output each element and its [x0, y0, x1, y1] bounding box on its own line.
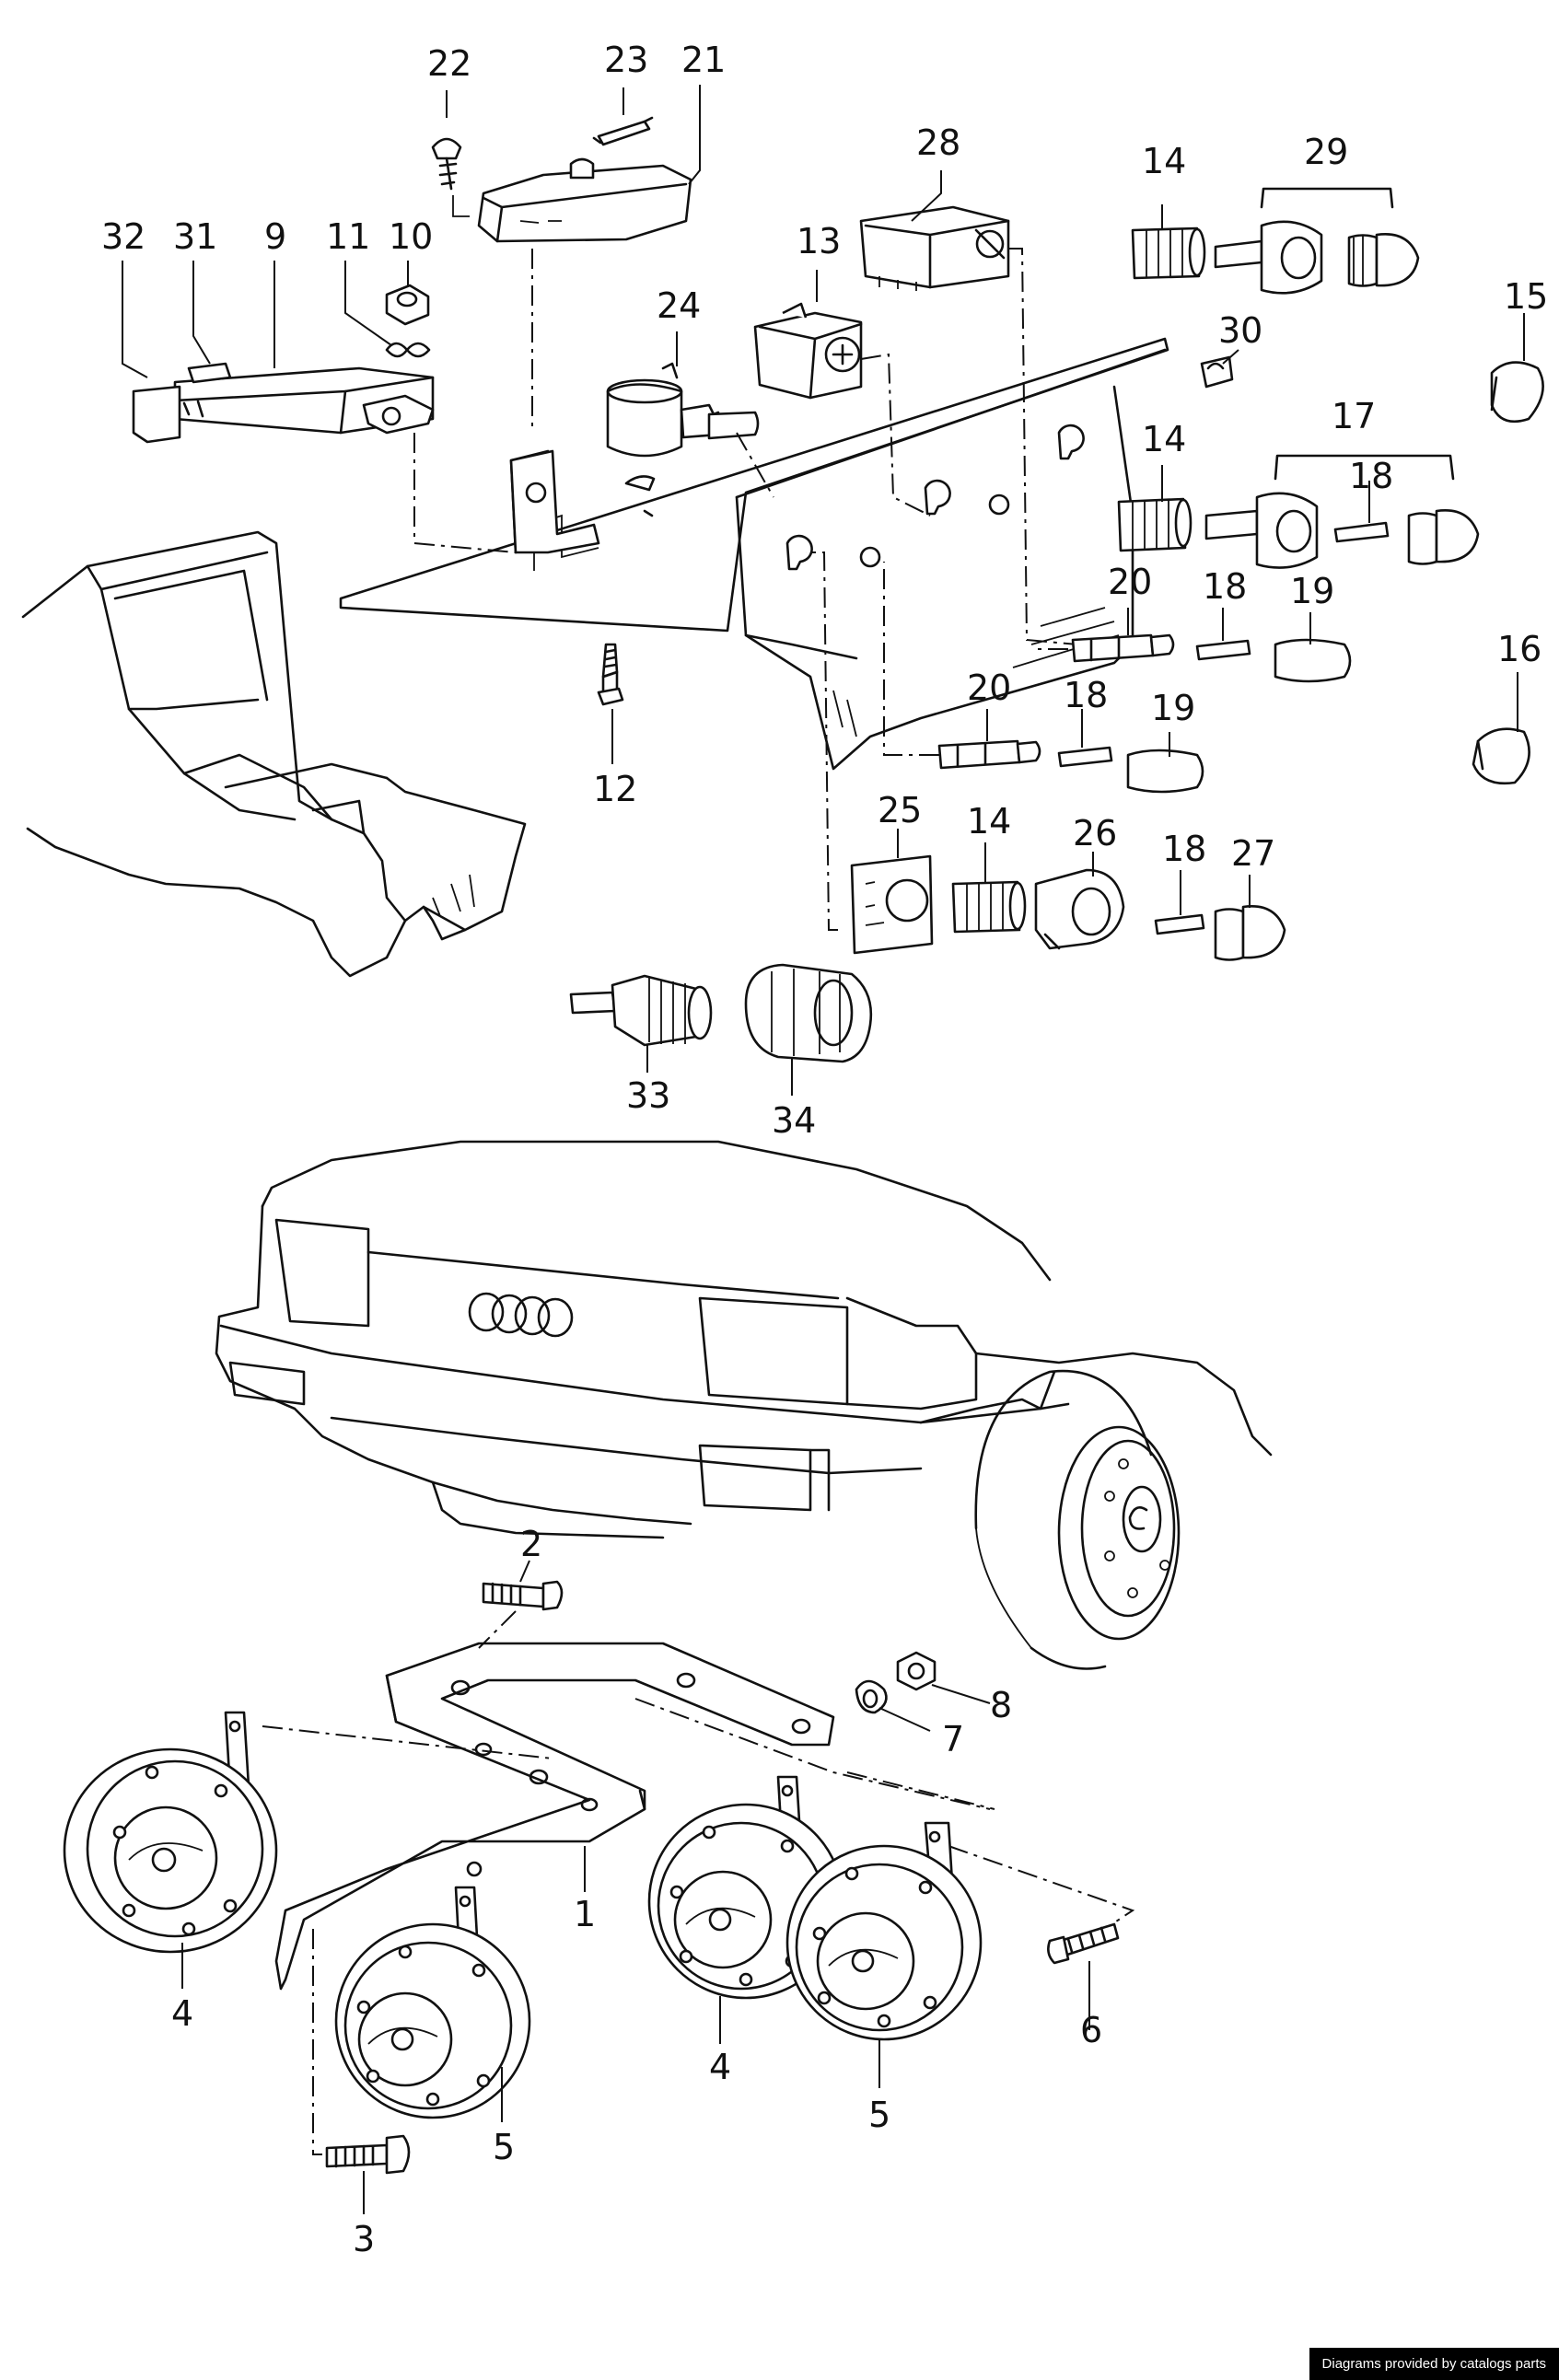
- bulb-18-upper: [1195, 639, 1251, 661]
- callout-18-mid: 18: [1349, 456, 1393, 496]
- bolt-6: [1047, 1922, 1120, 1965]
- callout-15: 15: [1504, 276, 1548, 317]
- callout-27: 27: [1231, 833, 1275, 874]
- holder-14-top: [1131, 226, 1206, 280]
- callout-labels: 22 23 21 28 14 29 32 31 9 11 10 13 24 30…: [101, 40, 1548, 2259]
- callout-7: 7: [942, 1719, 964, 1759]
- callout-2: 2: [520, 1524, 542, 1564]
- callout-31: 31: [173, 216, 217, 257]
- callout-24: 24: [657, 285, 701, 326]
- callout-4-left: 4: [171, 1993, 193, 2034]
- nut-8: [896, 1651, 937, 1691]
- bolt-12: [597, 643, 624, 706]
- cap-17-b: [1407, 508, 1480, 565]
- horn-bracket-1: [262, 1642, 1135, 2155]
- cap-29-b: [1347, 232, 1420, 287]
- callout-21: 21: [681, 40, 726, 80]
- washer-7: [855, 1679, 888, 1714]
- callout-22: 22: [427, 43, 471, 84]
- callout-10: 10: [389, 216, 433, 257]
- callout-18-bottom: 18: [1162, 829, 1206, 869]
- switch-13: [753, 302, 931, 517]
- bracket-29: [1260, 187, 1394, 209]
- bulb-18-bottom: [1154, 913, 1205, 935]
- callout-32: 32: [101, 216, 145, 257]
- callout-33: 33: [626, 1075, 670, 1116]
- bracket: [509, 449, 656, 554]
- callout-12: 12: [593, 769, 637, 809]
- callout-16: 16: [1497, 629, 1542, 669]
- callout-9: 9: [264, 216, 286, 257]
- callout-3: 3: [353, 2219, 375, 2259]
- switch-plate-25: [806, 551, 934, 955]
- callout-17: 17: [1332, 396, 1376, 436]
- washer-11: [385, 342, 431, 358]
- socket-20-upper: [1071, 633, 1175, 663]
- cap-29-a: [1214, 220, 1323, 295]
- callout-20-lower: 20: [967, 668, 1011, 708]
- credit-label: Diagrams provided by catalogs parts: [1309, 2348, 1559, 2380]
- callout-1: 1: [574, 1894, 596, 1934]
- cap-19-upper: [1274, 638, 1352, 683]
- bulb-23: [592, 116, 654, 146]
- callout-14-top: 14: [1142, 141, 1186, 181]
- car-front: [215, 1140, 1273, 1670]
- holder-14-mid: [1117, 497, 1193, 552]
- callout-29: 29: [1304, 132, 1348, 172]
- horn-5-left: [334, 1886, 531, 2119]
- leader-lines: [122, 85, 1525, 2214]
- callout-14-mid: 14: [1142, 419, 1186, 459]
- callout-34: 34: [772, 1100, 816, 1141]
- horn-5-right: [785, 1821, 983, 2041]
- mounting-panel: [339, 337, 1169, 771]
- horn-4-left: [63, 1711, 278, 1954]
- relay-28: [859, 205, 1078, 645]
- callout-13: 13: [797, 221, 841, 261]
- lens-34: [744, 963, 873, 1063]
- callout-5-right: 5: [868, 2095, 890, 2135]
- cap-27: [1214, 904, 1286, 961]
- cover-21: [477, 157, 692, 433]
- screw-22: [431, 137, 470, 217]
- callout-18-upper: 18: [1203, 566, 1247, 607]
- cap-16: [1472, 727, 1530, 785]
- cap-15: [1490, 361, 1544, 424]
- callout-26: 26: [1073, 813, 1117, 853]
- callout-19-lower: 19: [1151, 688, 1195, 728]
- callout-30: 30: [1218, 310, 1262, 351]
- switch-24: [606, 362, 774, 498]
- callout-8: 8: [990, 1685, 1012, 1725]
- callout-25: 25: [878, 790, 922, 830]
- callout-19-upper: 19: [1290, 571, 1334, 611]
- housing-26: [1034, 868, 1125, 950]
- callout-18-lower: 18: [1064, 675, 1108, 715]
- callout-14-bottom: 14: [967, 801, 1011, 842]
- callout-5-left: 5: [493, 2127, 515, 2167]
- callout-4-right: 4: [709, 2047, 731, 2087]
- bulb-18-lower: [1057, 746, 1113, 768]
- bulb-18-mid: [1333, 521, 1390, 543]
- socket-20-lower: [937, 739, 1041, 770]
- cap-19-lower: [1126, 749, 1204, 794]
- callout-20-upper: 20: [1108, 562, 1152, 602]
- callout-6: 6: [1080, 2010, 1102, 2050]
- bolt-2: [478, 1580, 564, 1649]
- nut-10: [385, 284, 430, 326]
- center-console: [21, 530, 527, 978]
- control-unit-9: [132, 362, 517, 553]
- cap-17-a: [1204, 492, 1319, 569]
- bracket-17: [1274, 454, 1455, 481]
- callout-23: 23: [604, 40, 648, 80]
- bulb-holder-33: [569, 974, 713, 1047]
- callout-28: 28: [916, 122, 960, 163]
- bulb-30: [1200, 355, 1234, 389]
- bolt-3: [325, 2134, 411, 2175]
- callout-11: 11: [326, 216, 370, 257]
- holder-14-bottom: [951, 880, 1027, 934]
